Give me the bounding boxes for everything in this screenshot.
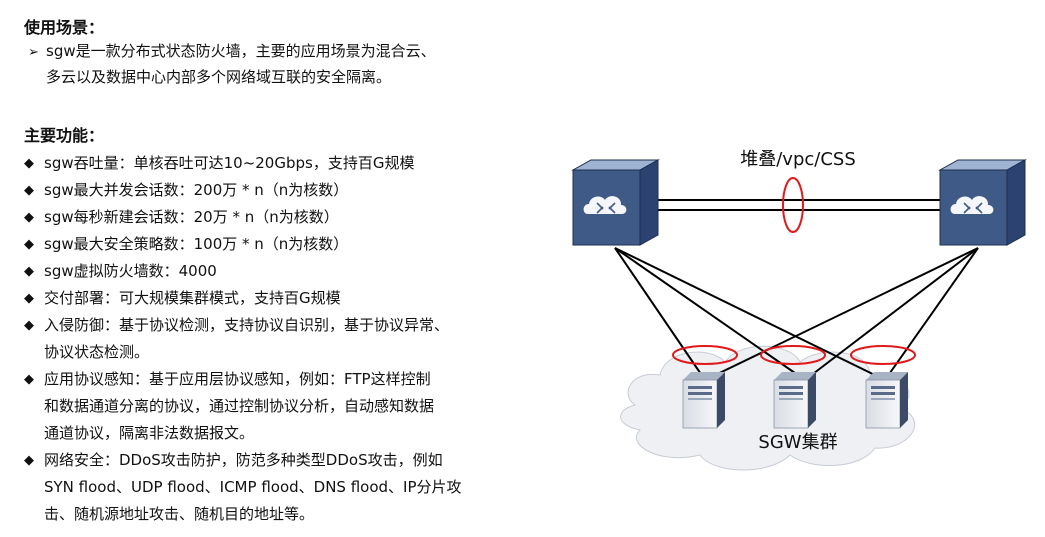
scenario-heading: 使用场景：: [24, 18, 105, 37]
server-3-ellipse: [850, 345, 916, 365]
function-item: ◆ sgw最大安全策略数：100万 * n（n为核数）: [24, 231, 462, 258]
function-item: ◆ 入侵防御：基于协议检测，支持协议自识别，基于协议异常、协议状态检测。: [24, 312, 462, 366]
scenario-line-1: ➢ sgw是一款分布式状态防火墙，主要的应用场景为混合云、: [28, 38, 436, 66]
function-item-line: 和数据通道分离的协议，通过控制协议分析，自动感知数据: [44, 397, 435, 415]
uplinks: [614, 247, 979, 381]
function-item-line: sgw最大并发会话数：200万 * n（n为核数）: [44, 181, 349, 199]
diamond-bullet-icon: ◆: [24, 210, 34, 225]
function-item-line: 应用协议感知：基于应用层协议感知，例如：FTP这样控制: [44, 370, 431, 388]
diamond-bullet-icon: ◆: [24, 264, 34, 279]
function-item-line: 通道协议，隔离非法数据报文。: [44, 424, 255, 442]
function-item: ◆ sgw吞吐量：单核吞吐可达10~20Gbps，支持百G规模: [24, 150, 462, 177]
function-item: ◆ sgw虚拟防火墙数：4000: [24, 258, 462, 285]
switch-right: [938, 159, 1027, 246]
server-1: [682, 372, 725, 429]
function-item-line: sgw每秒新建会话数：20万 * n（n为核数）: [44, 208, 339, 226]
function-item: ◆ sgw每秒新建会话数：20万 * n（n为核数）: [24, 204, 462, 231]
scenario-line-2: 多云以及数据中心内部多个网络域互联的安全隔离。: [46, 64, 391, 90]
stack-ellipse: [782, 177, 804, 233]
router-icon: [583, 196, 627, 214]
function-item: ◆ sgw最大并发会话数：200万 * n（n为核数）: [24, 177, 462, 204]
function-item: ◆ 网络安全：DDoS攻击防护，防范多种类型DDoS攻击，例如 SYN flood、…: [24, 447, 462, 528]
diamond-bullet-icon: ◆: [24, 291, 34, 306]
function-item-line: 击、随机源地址攻击、随机目的地址等。: [44, 505, 315, 523]
server-2: [773, 372, 816, 429]
functions-list: ◆ sgw吞吐量：单核吞吐可达10~20Gbps，支持百G规模 ◆ sgw最大并发会话…: [24, 150, 462, 528]
switch-left: [571, 159, 660, 246]
function-item-line: sgw吞吐量：单核吞吐可达10~20Gbps，支持百G规模: [44, 154, 415, 172]
router-icon: [950, 196, 994, 214]
function-item: ◆ 交付部署：可大规模集群模式，支持百G规模: [24, 285, 462, 312]
server-2-ellipse: [760, 345, 826, 365]
stack-label: 堆叠/vpc/CSS: [740, 149, 856, 170]
function-item-line: 协议状态检测。: [44, 343, 150, 361]
function-item-line: sgw最大安全策略数：100万 * n（n为核数）: [44, 235, 349, 253]
functions-heading: 主要功能：: [24, 126, 105, 145]
diamond-bullet-icon: ◆: [24, 237, 34, 252]
link-aggregation-markers: [672, 177, 916, 365]
function-item-line: sgw虚拟防火墙数：4000: [44, 262, 217, 280]
stack-link: [658, 199, 940, 211]
function-item-line: 网络安全：DDoS攻击防护，防范多种类型DDoS攻击，例如: [44, 451, 443, 469]
arrow-bullet-icon: ➢: [28, 45, 39, 60]
diamond-bullet-icon: ◆: [24, 372, 34, 387]
function-item-line: 入侵防御：基于协议检测，支持协议自识别，基于协议异常、: [44, 316, 450, 334]
diamond-bullet-icon: ◆: [24, 453, 34, 468]
scenario-text-2: 多云以及数据中心内部多个网络域互联的安全隔离。: [46, 68, 392, 86]
diamond-bullet-icon: ◆: [24, 183, 34, 198]
scenario-text-1: sgw是一款分布式状态防火墙，主要的应用场景为混合云、: [46, 42, 436, 60]
diamond-bullet-icon: ◆: [24, 156, 34, 171]
diamond-bullet-icon: ◆: [24, 318, 34, 333]
function-item-line: SYN flood、UDP flood、ICMP flood、DNS flood…: [44, 478, 462, 496]
function-item: ◆ 应用协议感知：基于应用层协议感知，例如：FTP这样控制和数据通道分离的协议，通…: [24, 366, 462, 447]
network-diagram: 堆叠/vpc/CSS SGW集群: [571, 149, 1027, 471]
cluster-label: SGW集群: [758, 432, 837, 453]
server-3: [865, 372, 908, 429]
server-1-ellipse: [672, 345, 738, 365]
function-item-line: 交付部署：可大规模集群模式，支持百G规模: [44, 289, 341, 307]
